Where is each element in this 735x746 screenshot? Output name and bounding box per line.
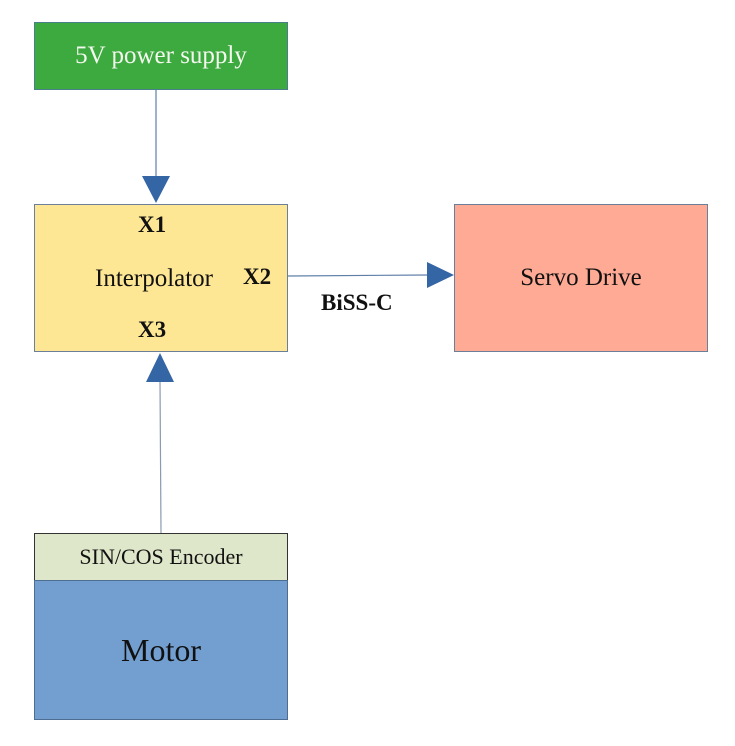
encoder-label: SIN/COS Encoder [79,544,243,569]
arrowhead-down-icon [142,176,170,203]
interpolator-block [34,204,288,352]
motor-label: Motor [121,631,201,668]
motor-block: Motor [34,580,288,720]
biss-c-link-label: BiSS-C [321,290,393,315]
arrowhead-right-icon [427,262,454,288]
power-supply-block: 5V power supply [34,22,288,90]
port-x2-label: X2 [243,264,272,289]
servo-drive-block: Servo Drive [454,204,708,352]
power-supply-label: 5V power supply [75,42,247,69]
port-x3-label: X3 [138,317,167,342]
arrow-x2-to-servo [287,274,429,277]
encoder-block: SIN/COS Encoder [34,533,288,581]
interpolator-label: Interpolator [95,265,214,292]
servo-drive-label: Servo Drive [520,264,642,291]
arrow-encoder-to-x3 [159,380,162,534]
arrowhead-up-icon [146,353,174,382]
port-x1-label: X1 [138,212,167,237]
